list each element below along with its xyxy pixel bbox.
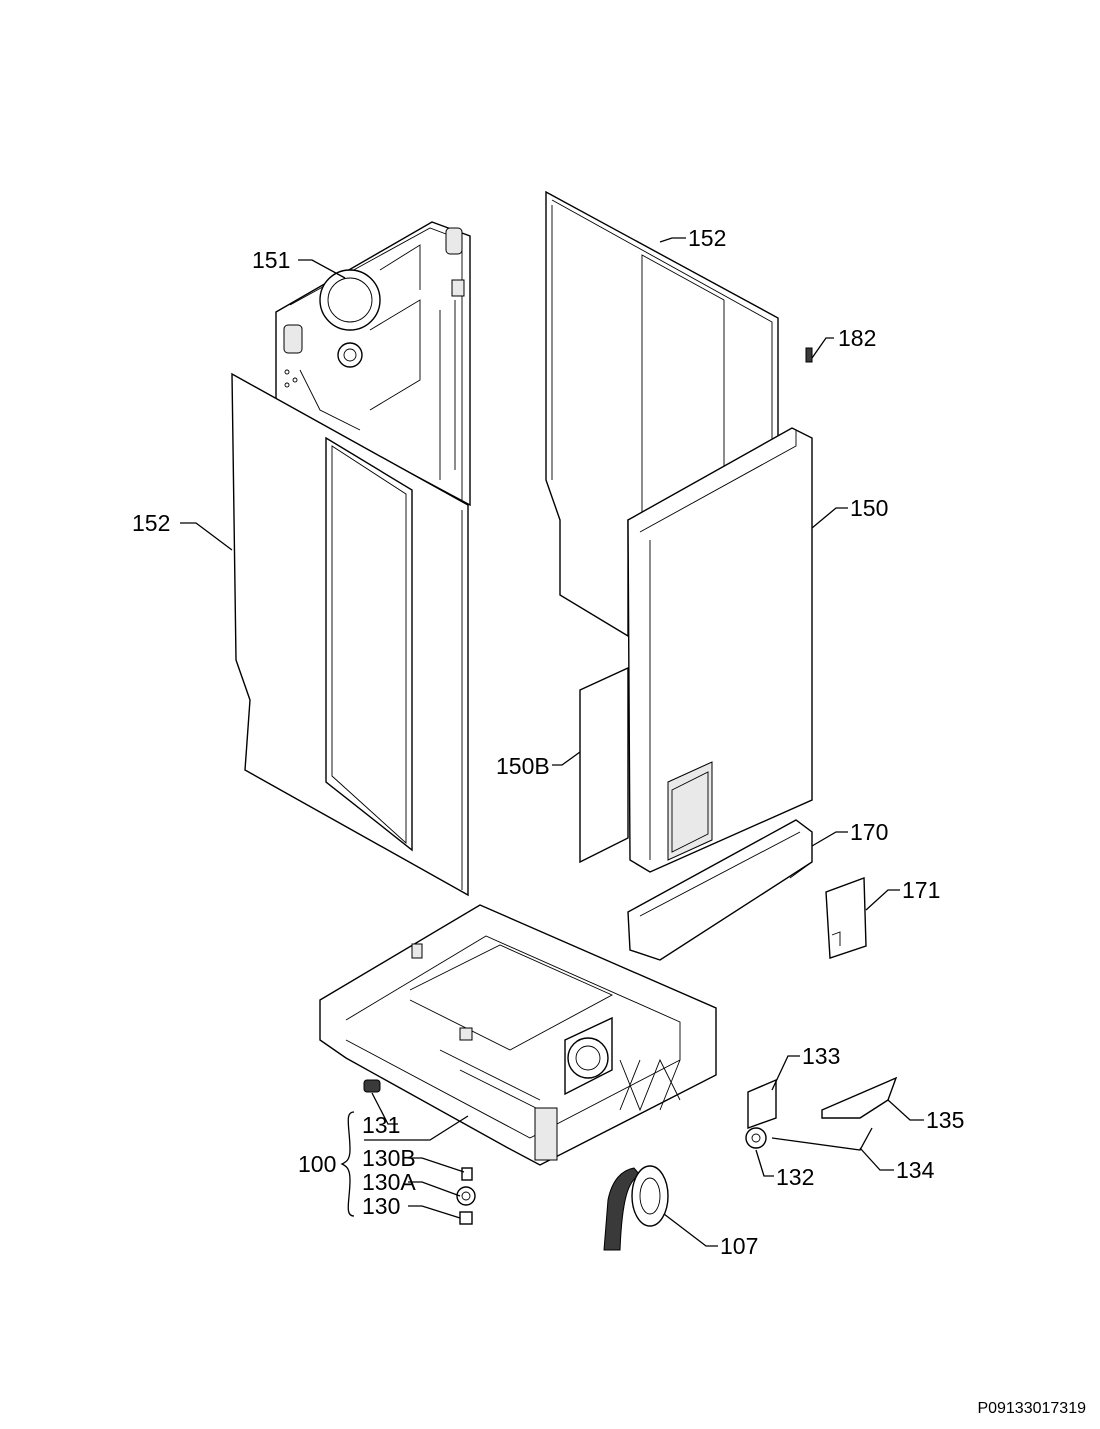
rear-frame-151 (275, 221, 471, 507)
label-130a: 130A (362, 1169, 416, 1195)
label-152-left: 152 (132, 510, 170, 536)
label-151: 151 (252, 247, 290, 273)
front-panel-150 (579, 427, 813, 873)
label-130b: 130B (362, 1145, 416, 1171)
left-side-panel-152 (231, 372, 469, 897)
part-labels: 151 152 182 152 150 150B 170 171 133 135… (132, 225, 964, 1259)
base-frame-100 (319, 904, 717, 1166)
service-flap-171 (825, 877, 867, 959)
label-170: 170 (850, 819, 888, 845)
label-132: 132 (776, 1164, 814, 1190)
label-135: 135 (926, 1107, 964, 1133)
label-130: 130 (362, 1193, 400, 1219)
label-133: 133 (802, 1043, 840, 1069)
label-171: 171 (902, 877, 940, 903)
label-150: 150 (850, 495, 888, 521)
label-100: 100 (298, 1151, 336, 1177)
label-152-top: 152 (688, 225, 726, 251)
label-150b: 150B (496, 753, 550, 779)
document-code: P09133017319 (977, 1400, 1086, 1417)
label-182: 182 (838, 325, 876, 351)
leader-lines (180, 237, 924, 1247)
label-131: 131 (362, 1112, 400, 1138)
kick-plate-170 (627, 819, 813, 961)
small-parts (363, 1076, 898, 1251)
label-107: 107 (720, 1233, 758, 1259)
label-134: 134 (896, 1157, 935, 1183)
